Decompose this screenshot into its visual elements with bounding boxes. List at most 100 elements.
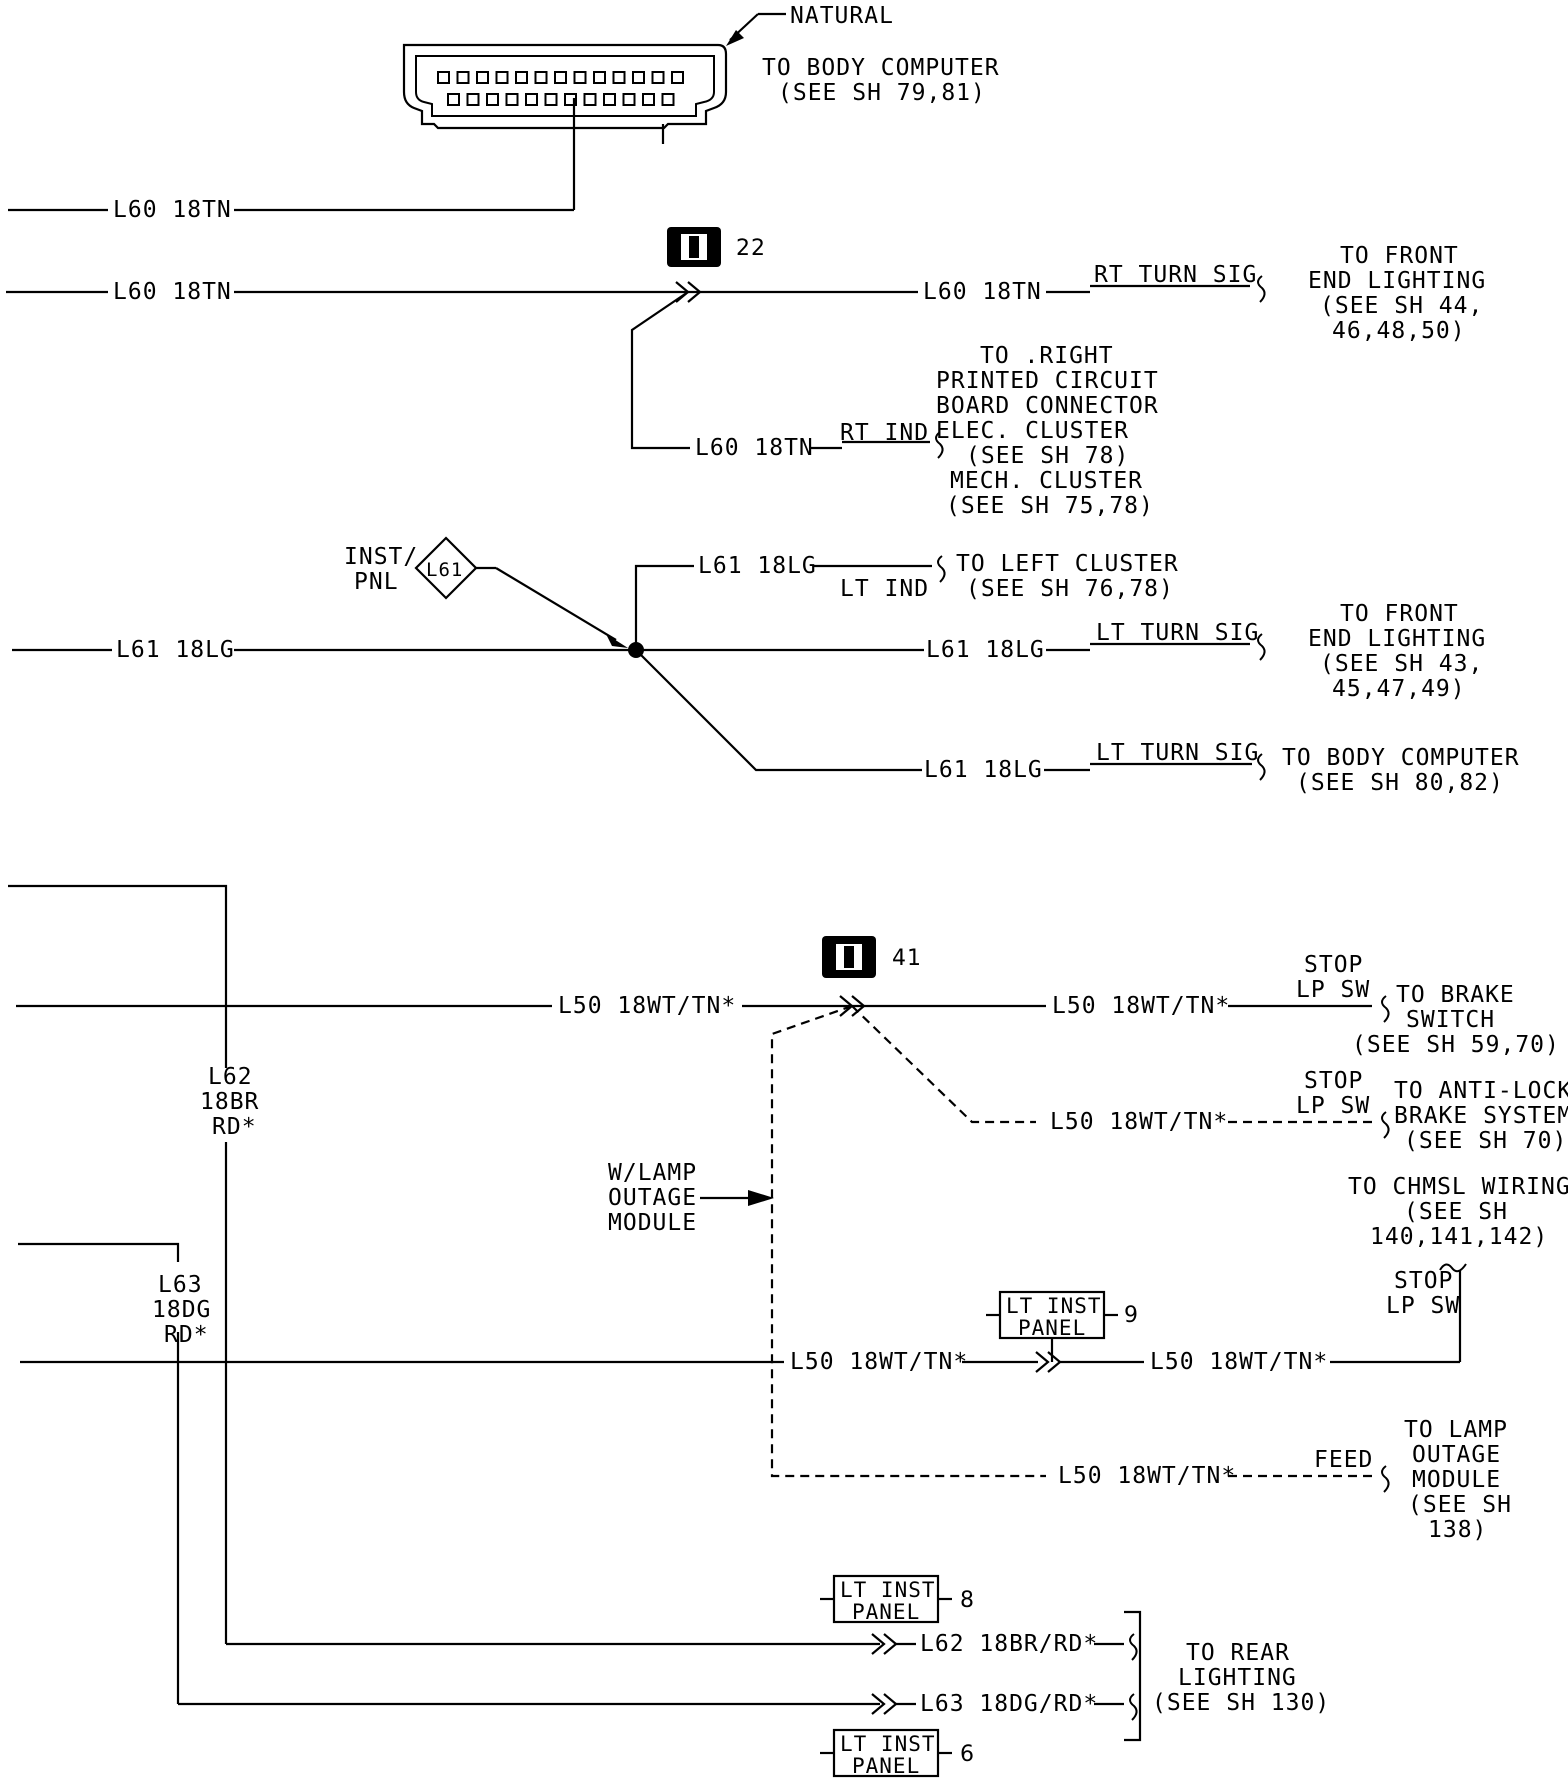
lt-inst-9-number: 9 (1124, 1303, 1139, 1328)
lt-ind-break-mark (937, 555, 946, 583)
connector-pin (505, 93, 519, 106)
front-dest-line: 45,47,49) (1332, 676, 1466, 702)
lt-inst-panel-9: LT INST PANEL (986, 1290, 1118, 1362)
splice-41-number: 41 (892, 946, 922, 971)
chmsl-dest-line: TO CHMSL WIRING (1348, 1174, 1568, 1200)
body-computer-dest-lower: TO BODY COMPUTER (SEE SH 80,82) (1282, 745, 1520, 796)
body-computer-connector (8, 12, 786, 212)
l62-label-line1: L62 (208, 1064, 253, 1090)
abs-break-mark (1381, 1111, 1390, 1139)
module-note-arrow (748, 1190, 774, 1206)
l63-label-line2: 18DG (152, 1297, 211, 1323)
right-circuit-board-dest: TO .RIGHT PRINTED CIRCUIT BOARD CONNECTO… (936, 343, 1159, 519)
connector-pin (495, 71, 509, 84)
stop-lp-sw-line: LP SW (1296, 1093, 1370, 1119)
lt-ind-label: LT IND (840, 576, 929, 602)
brake-break-mark (1381, 995, 1390, 1023)
connector-pin (583, 93, 597, 106)
front-dest-line: TO FRONT (1340, 243, 1459, 269)
feed-break-mark (1381, 1465, 1390, 1493)
l61-arrowhead (606, 634, 628, 648)
l63-break-mark (1129, 1693, 1138, 1721)
abs-dest-line: BRAKE SYSTEM (1394, 1103, 1568, 1129)
lamp-dest-line: OUTAGE (1412, 1442, 1501, 1468)
rear-dest-line: (SEE SH 130) (1152, 1690, 1330, 1716)
connector-pin (564, 93, 577, 106)
left-cluster-dest-line: TO LEFT CLUSTER (956, 551, 1179, 577)
rt-ind-label: RT IND (840, 420, 929, 446)
front-dest-line: (SEE SH 43, (1320, 651, 1483, 677)
module-note-line: MODULE (608, 1210, 697, 1236)
connector-pin (671, 71, 684, 84)
lt-inst-9-line2: PANEL (1018, 1316, 1086, 1340)
wire-label-l61-ind: L61 18LG (698, 553, 817, 579)
wire-label-l61-turn: L61 18LG (926, 637, 1045, 663)
wire-label-l63: L63 18DG/RD* (920, 1691, 1098, 1717)
l62-label-line2: 18BR (200, 1089, 259, 1115)
lt-inst-8-line2: PANEL (852, 1600, 920, 1624)
brake-dest-line: (SEE SH 59,70) (1352, 1032, 1560, 1058)
wire-label-l60-top: L60 18TN (113, 197, 232, 223)
connector-pin (661, 93, 675, 106)
connector-pin (534, 71, 548, 84)
lamp-outage-module-dest: TO LAMP OUTAGE MODULE (SEE SH 138) (1404, 1417, 1512, 1543)
lamp-dest-line: 138) (1428, 1517, 1487, 1543)
stop-lp-sw-line: STOP (1394, 1268, 1453, 1294)
connector-color-label: NATURAL (790, 3, 894, 29)
front-dest-line: TO FRONT (1340, 601, 1459, 627)
connector-pin (612, 71, 626, 84)
stop-lp-sw-line: STOP (1304, 952, 1363, 978)
rear-lighting-dest: TO REAR LIGHTING (SEE SH 130) (1152, 1640, 1330, 1716)
body-computer-dest-line2: (SEE SH 79,81) (778, 80, 986, 106)
connector-pin (447, 93, 460, 106)
rt-turn-break-mark (1257, 275, 1266, 303)
lt-turn-sig-label-2: LT TURN SIG (1096, 740, 1259, 766)
lamp-dest-line: TO LAMP (1404, 1417, 1508, 1443)
splice-41-icon (822, 936, 876, 978)
stop-lp-sw-line: LP SW (1386, 1293, 1460, 1319)
l61-diamond-icon (414, 536, 478, 600)
board-dest-line: TO .RIGHT (980, 343, 1114, 369)
lt-turn-break-mark-2 (1257, 753, 1266, 781)
rear-dest-line: TO REAR (1186, 1640, 1290, 1666)
wire-label-l60-out: L60 18TN (923, 279, 1042, 305)
l61-diamond-label: L61 (426, 559, 463, 581)
lt-inst-6-number: 6 (960, 1742, 975, 1767)
board-dest-line: (SEE SH 75,78) (946, 493, 1154, 519)
wire-label-l62: L62 18BR/RD* (920, 1631, 1098, 1657)
natural-pointer-arrow (726, 30, 744, 46)
body-computer-dest-line1: TO BODY COMPUTER (762, 55, 1000, 81)
brake-dest-line: SWITCH (1406, 1007, 1495, 1033)
wire-label-l61-in: L61 18LG (116, 637, 235, 663)
lt-inst-9-line1: LT INST (1006, 1294, 1102, 1318)
lt-inst-8-line1: LT INST (840, 1578, 936, 1602)
front-dest-line: (SEE SH 44, (1320, 293, 1483, 319)
board-dest-line: MECH. CLUSTER (950, 468, 1143, 494)
connector-pin (544, 93, 558, 106)
rear-dest-line: LIGHTING (1178, 1665, 1297, 1691)
lamp-outage-module-note: W/LAMP OUTAGE MODULE (608, 1160, 697, 1236)
inst-pnl-label-line2: PNL (354, 569, 399, 595)
connector-pin (573, 71, 587, 84)
module-note-line: OUTAGE (608, 1185, 697, 1211)
lt-inst-6-line2: PANEL (852, 1754, 920, 1778)
l63-label-line3: RD* (164, 1322, 209, 1348)
lt-inst-8-number: 8 (960, 1588, 975, 1613)
lamp-dest-line: (SEE SH (1408, 1492, 1512, 1518)
brake-switch-dest: TO BRAKE SWITCH (SEE SH 59,70) (1352, 982, 1560, 1058)
wire-label-l50-in: L50 18WT/TN* (558, 993, 736, 1019)
front-lighting-dest-left: TO FRONT END LIGHTING (SEE SH 43, 45,47,… (1308, 601, 1486, 702)
connector-pin (476, 71, 489, 84)
connector-pin (437, 71, 450, 84)
stop-lp-sw-chmsl: STOP LP SW (1386, 1268, 1460, 1319)
connector-pin (642, 93, 655, 106)
front-dest-line: END LIGHTING (1308, 626, 1486, 652)
lt-inst-panel-8: LT INST PANEL (820, 1574, 952, 1624)
board-dest-line: BOARD CONNECTOR (936, 393, 1159, 419)
stop-lp-sw-brake: STOP LP SW (1296, 952, 1369, 1003)
chmsl-break-mark (1439, 1263, 1467, 1273)
body-dest-line: TO BODY COMPUTER (1282, 745, 1520, 771)
rear-lighting-bracket (1124, 1610, 1142, 1742)
connector-pin (456, 71, 470, 84)
